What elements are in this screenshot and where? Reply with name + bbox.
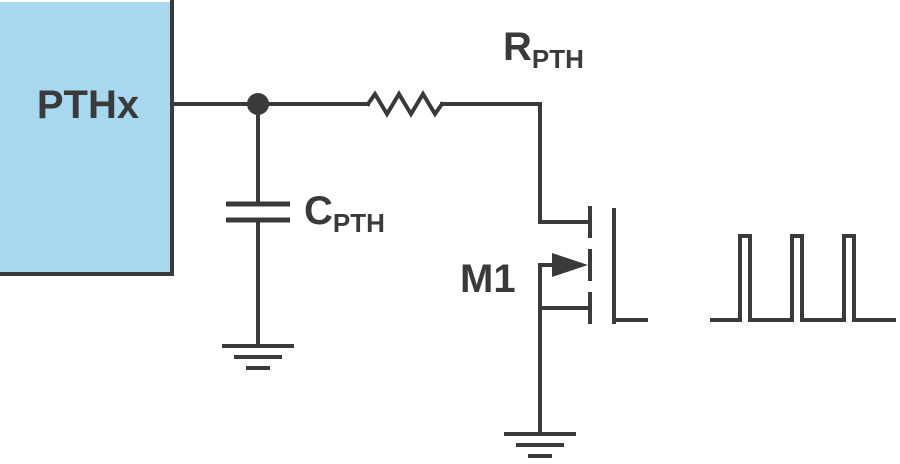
ground-symbol-transistor [504, 432, 576, 458]
mosfet-arrow [552, 253, 588, 277]
capacitor-label: CPTH [304, 189, 385, 238]
pulse-waveform [710, 234, 896, 322]
transistor-label: M1 [460, 257, 516, 301]
ground-symbol-capacitor [222, 344, 294, 370]
pthx-label: PTHx [37, 83, 139, 127]
pthx-block [0, 2, 172, 274]
resistor-label: RPTH [503, 25, 584, 74]
mosfet-m1 [538, 206, 648, 324]
resistor-rpth [365, 90, 445, 118]
